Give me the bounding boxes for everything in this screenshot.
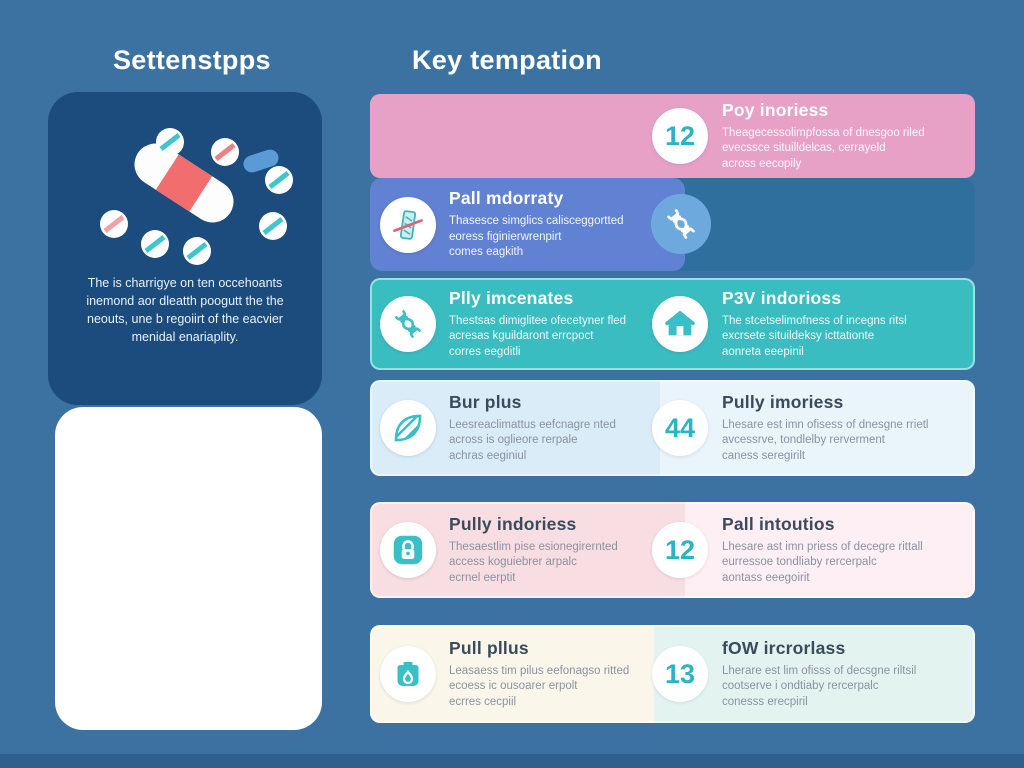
row-title: Pully indoriess bbox=[449, 513, 577, 534]
row-background-right bbox=[660, 380, 975, 476]
row-body-line: aontass eeegoirit bbox=[722, 571, 810, 584]
row-body-line: Leasaess tim pilus eefonagso ritted bbox=[449, 664, 630, 677]
row-background-right bbox=[660, 178, 975, 271]
row-title: P3V indorioss bbox=[722, 287, 842, 308]
row-body-line: across is oglieore rerpale bbox=[449, 434, 578, 447]
info-row-1: 12 Poy inoriess Theagecessolimpfossa of … bbox=[370, 94, 975, 178]
row-title: Pall mdorraty bbox=[449, 188, 564, 209]
left-section-title: Settenstpps bbox=[113, 45, 271, 75]
row-body-line: Theagecessolimpfossa of dnesgoo riled bbox=[722, 126, 925, 139]
row-body-line: excrsete situildeksy icttationte bbox=[722, 330, 875, 343]
count-badge: 13 bbox=[652, 646, 708, 702]
count-badge: 44 bbox=[652, 400, 708, 456]
count-value: 12 bbox=[664, 534, 696, 565]
info-row-3: Plly imcenates Thestsas dimiglitee ofece… bbox=[370, 278, 975, 370]
dna-icon bbox=[380, 296, 436, 352]
leaf-icon bbox=[380, 400, 436, 456]
dna-icon bbox=[651, 194, 711, 254]
row-body-line: avcessrve, tondlelby rerverment bbox=[722, 434, 885, 447]
row-title: Poy inoriess bbox=[722, 99, 829, 120]
row-body-line: access koguiebrer arpalc bbox=[449, 556, 577, 569]
jar-icon bbox=[380, 646, 436, 702]
row-body-line: The stcetselimofness of incegns ritsl bbox=[722, 314, 907, 327]
row-body-line: ecoess ic ousoarer erpolt bbox=[449, 680, 578, 693]
house-icon bbox=[652, 296, 708, 352]
blank-card bbox=[55, 407, 322, 730]
row-title: Plly imcenates bbox=[449, 287, 574, 308]
count-value: 44 bbox=[664, 412, 696, 443]
row-body-line: eurressoe tondliaby rercerpalc bbox=[722, 556, 877, 569]
row-body-line: Leesreaclimattus eefcnagre nted bbox=[449, 418, 616, 431]
row-body-line: caness seregirilt bbox=[722, 449, 806, 462]
row-body-line: Lhesare ast imn priess of decegre rittal… bbox=[722, 540, 923, 553]
count-value: 12 bbox=[664, 120, 696, 151]
row-body-line: aonreta eeepinil bbox=[722, 345, 804, 358]
bottom-shade bbox=[0, 754, 1024, 768]
info-row-4: Bur plus Leesreaclimattus eefcnagre nted… bbox=[370, 380, 975, 476]
row-body-line: corres eegditli bbox=[449, 345, 521, 358]
row-body-line: Thasesce simglics calisceggortted bbox=[449, 215, 624, 228]
count-badge: 12 bbox=[652, 108, 708, 164]
count-badge: 12 bbox=[652, 522, 708, 578]
intro-card: The is charrigye on ten occehoants inemo… bbox=[48, 92, 322, 405]
row-title: Bur plus bbox=[449, 391, 522, 412]
row-body-line: Lhesare est imn ofisess of dnesgne rriet… bbox=[722, 418, 929, 431]
row-body-line: cootserve i ondtiaby rercerpalc bbox=[722, 680, 879, 693]
count-value: 13 bbox=[664, 658, 696, 689]
row-body-line: achras eeginiul bbox=[449, 449, 527, 462]
row-body-line: evecssce situilldelcas, cerrayeld bbox=[722, 142, 886, 155]
pills-illustration bbox=[100, 128, 293, 265]
row-body-line: Thesaestlim pise esionegirernted bbox=[449, 540, 618, 553]
info-row-6: Pull pllus Leasaess tim pilus eefonagso … bbox=[370, 625, 975, 723]
row-title: fOW ircrorlass bbox=[722, 637, 846, 658]
row-background-right bbox=[684, 502, 975, 598]
intro-paragraph: The is charrigye on ten occehoants inemo… bbox=[86, 276, 284, 345]
lock-icon bbox=[380, 522, 436, 578]
row-body-line: Lherare est lim ofisss of decsgne riltsi… bbox=[722, 664, 917, 677]
crossed-pill-icon bbox=[380, 196, 436, 253]
info-row-2: Pall mdorraty Thasesce simglics calisceg… bbox=[370, 178, 975, 271]
row-title: Pull pllus bbox=[449, 637, 529, 658]
row-body-line: across eecopily bbox=[722, 157, 802, 170]
row-title: Pall intoutios bbox=[722, 513, 835, 534]
row-body-line: conesss erecpiril bbox=[722, 695, 808, 708]
row-body-line: ecrres cecpiil bbox=[449, 695, 517, 708]
row-title: Pully imoriess bbox=[722, 391, 844, 412]
row-body-line: Thestsas dimiglitee ofecetyner fled bbox=[449, 314, 627, 327]
info-row-5: Pully indoriess Thesaestlim pise esioneg… bbox=[370, 502, 975, 598]
row-body-line: comes eagkith bbox=[449, 246, 524, 259]
row-body-line: ecrnel eerptit bbox=[449, 571, 516, 584]
right-section-title: Key tempation bbox=[412, 45, 602, 75]
row-body-line: eoress figinierwrenpirt bbox=[449, 230, 562, 243]
row-body-line: acresas kguildaront errcpoct bbox=[449, 330, 594, 343]
